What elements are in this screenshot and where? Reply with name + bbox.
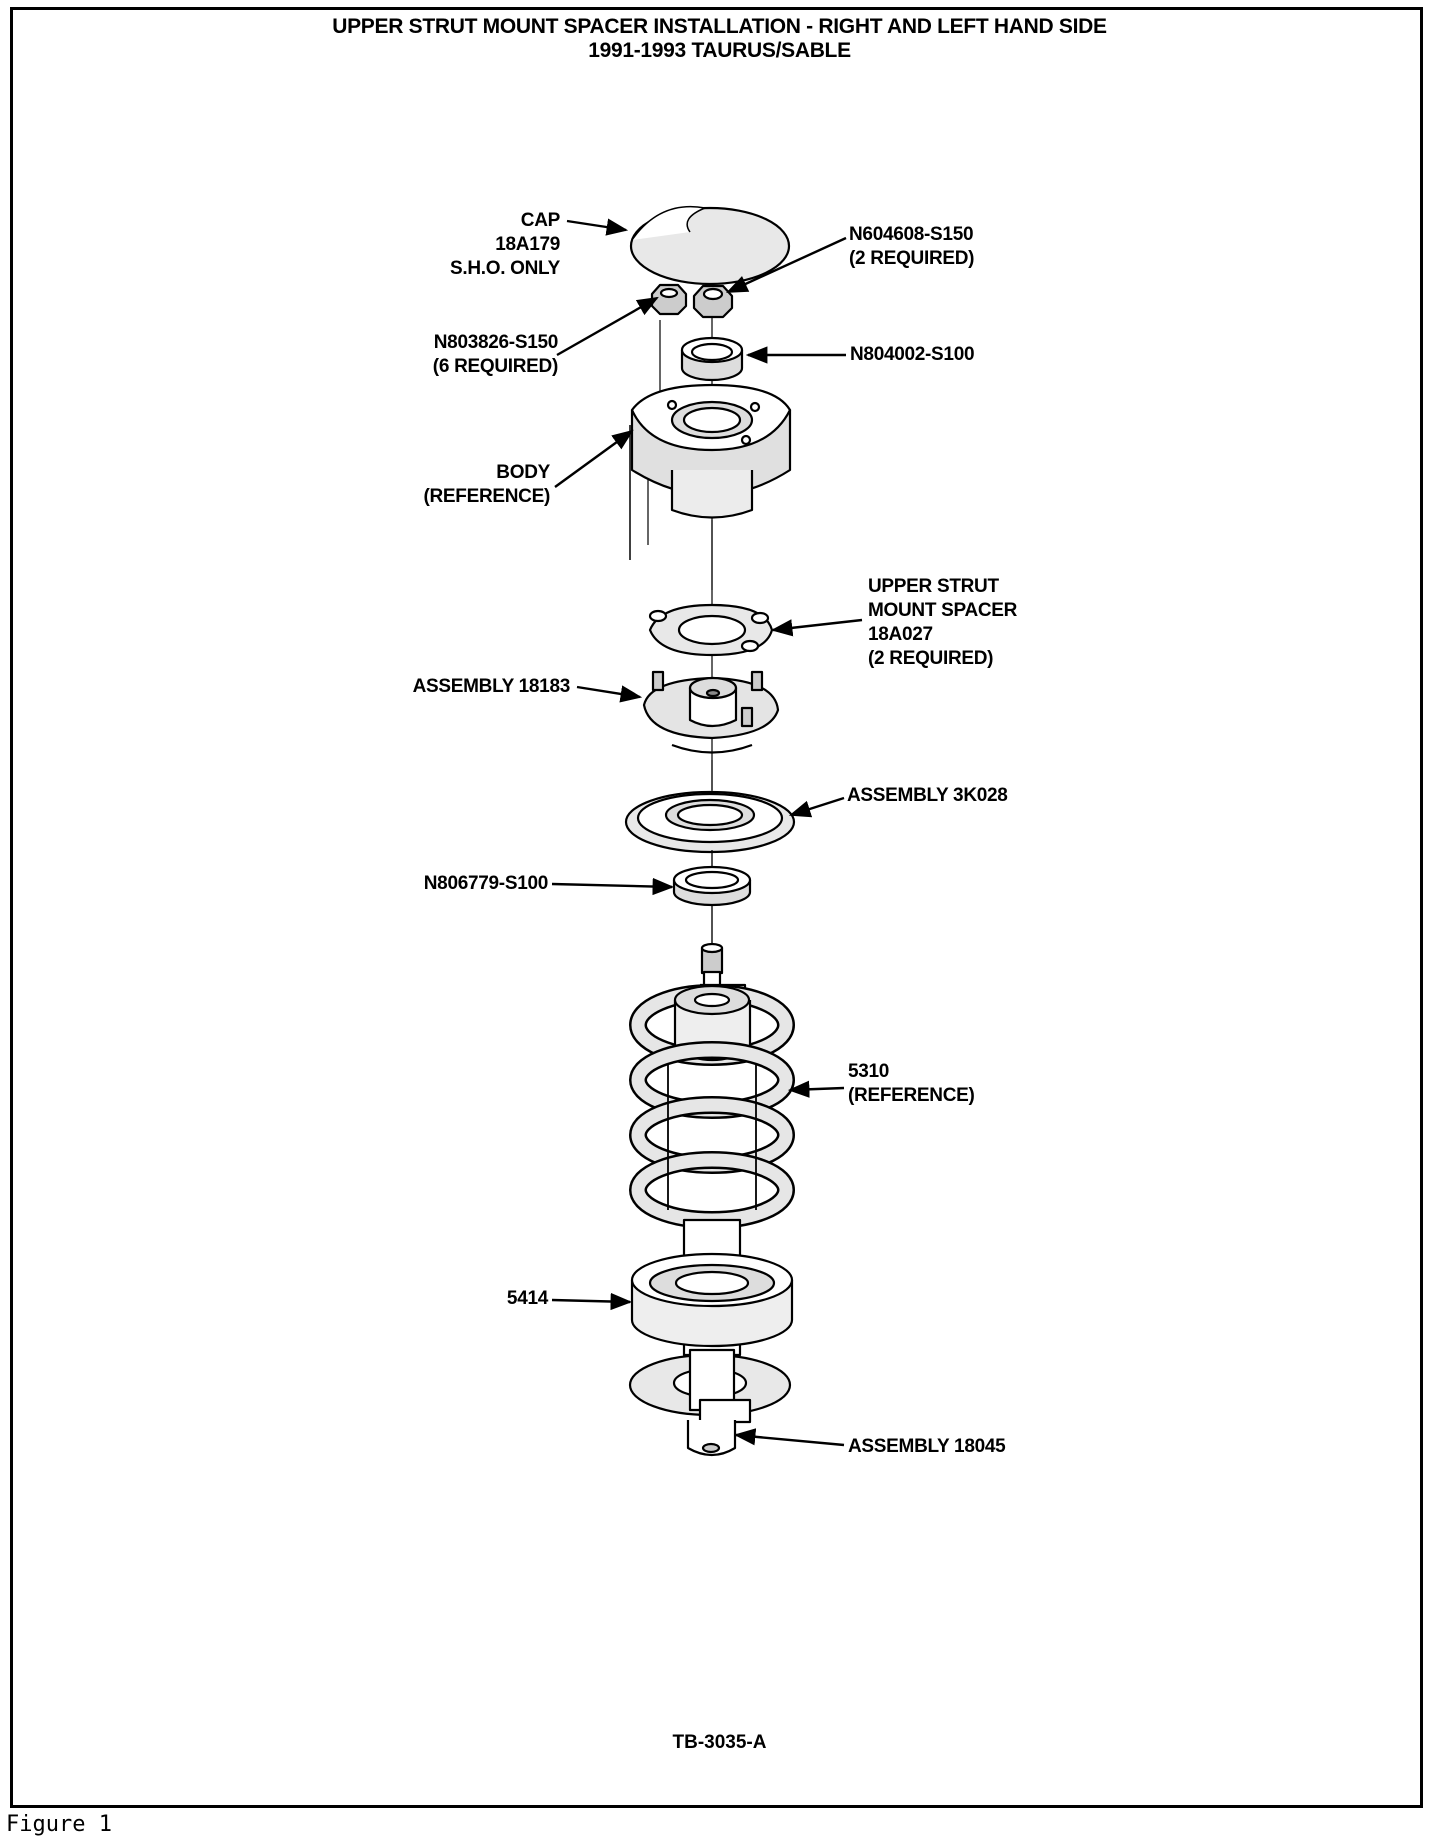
nut-part-right [692,284,734,319]
label-spring-5310: 5310 (REFERENCE) [848,1061,975,1106]
cap-part [629,205,791,286]
label-body: BODY (REFERENCE) [423,462,550,507]
bearing-assembly-part [624,790,796,854]
reference-code: TB-3035-A [672,1732,767,1753]
diagram-title: UPPER STRUT MOUNT SPACER INSTALLATION - … [332,15,1107,38]
diagram-subtitle: 1991-1993 TAURUS/SABLE [588,39,851,62]
washer-part [680,336,744,382]
label-seat-5414: 5414 [506,1288,548,1309]
label-nut-n803826: N803826-S150 (6 REQUIRED) [432,332,559,377]
label-bushing-n806779: N806779-S100 [423,873,549,894]
bushing-part [672,865,752,907]
label-assembly-18183: ASSEMBLY 18183 [412,676,571,697]
spring-seat-part [630,1252,794,1348]
figure-caption: Figure 1 [6,1812,112,1837]
coil-spring-part [629,984,795,1229]
label-washer-n804002: N804002-S100 [850,344,975,365]
lower-strut-assembly-part [628,1348,792,1457]
spacer-part [648,603,774,657]
label-assembly-3k028: ASSEMBLY 3K028 [847,785,1008,806]
body-tower-part [629,383,792,560]
figure-frame: UPPER STRUT MOUNT SPACER INSTALLATION - … [10,7,1423,1808]
label-assembly-18045: ASSEMBLY 18045 [848,1436,1006,1457]
nut-part-left [650,283,688,316]
label-nut-n604608: N604608-S150 (2 REQUIRED) [849,224,975,269]
mount-assembly-part [642,670,780,754]
label-upper-strut-mount-spacer: UPPER STRUT MOUNT SPACER 18A027 (2 REQUI… [868,576,1018,669]
label-cap: CAP 18A179 S.H.O. ONLY [449,210,560,279]
